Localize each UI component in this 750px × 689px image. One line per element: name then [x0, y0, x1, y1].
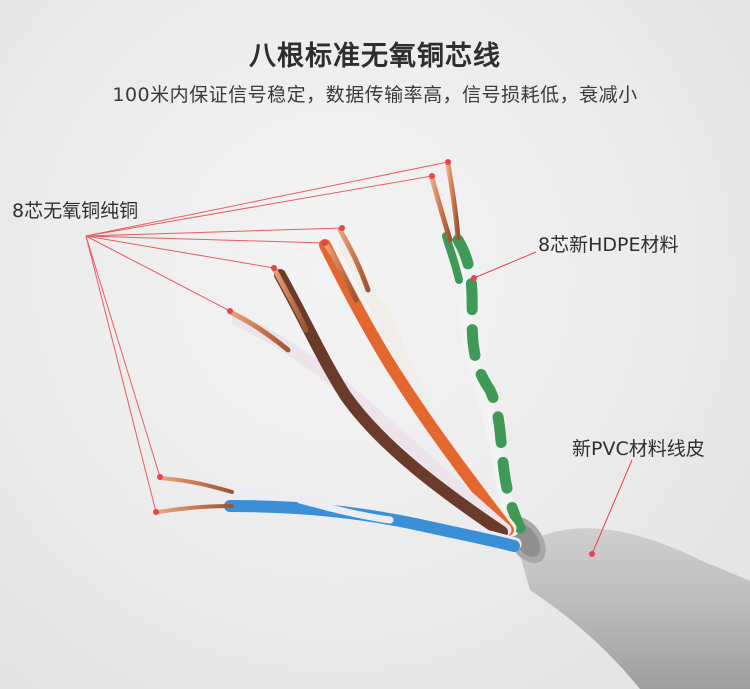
hdpe-material-label: 8芯新HDPE材料 — [538, 234, 679, 256]
leader-dots — [153, 159, 595, 557]
pvc-leader-line — [591, 459, 633, 555]
green-pair — [442, 232, 526, 537]
blue-pair — [223, 488, 522, 552]
copper-conductors — [156, 161, 461, 514]
pvc-jacket-label: 新PVC材料线皮 — [572, 438, 705, 460]
copper-core-label: 8芯无氧铜纯铜 — [12, 200, 139, 222]
page-title: 八根标准无氧铜芯线 — [249, 41, 501, 72]
page-subtitle: 100米内保证信号稳定，数据传输率高，信号损耗低，衰减小 — [112, 84, 638, 106]
copper-leader-lines — [85, 161, 449, 513]
pvc-jacket — [506, 516, 750, 689]
hdpe-leader-line — [473, 251, 537, 279]
